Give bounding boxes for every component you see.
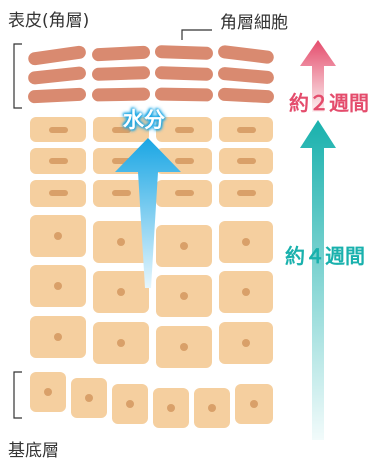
four-week-arrow <box>300 120 336 440</box>
epidermis-label: 表皮(角層) <box>8 11 90 31</box>
nucleus <box>49 127 68 133</box>
water-label: 水分 <box>123 108 165 132</box>
nucleus <box>175 190 194 196</box>
nucleus <box>180 242 188 250</box>
nucleus <box>44 388 52 396</box>
corneocyte <box>218 45 274 64</box>
corneocyte <box>28 45 86 66</box>
four-week-label: 約４週間 <box>285 244 365 268</box>
nucleus <box>250 400 258 408</box>
two-week-label: 約２週間 <box>289 91 369 115</box>
nucleus <box>54 282 62 290</box>
nucleus <box>117 288 125 296</box>
nucleus <box>180 292 188 300</box>
nucleus <box>54 333 62 341</box>
corneocyte <box>218 67 274 84</box>
nucleus <box>237 127 256 133</box>
corneocyte-bracket <box>181 29 212 40</box>
nucleus <box>117 238 125 246</box>
nucleus <box>117 339 125 347</box>
nucleus <box>237 190 256 196</box>
nucleus <box>242 238 250 246</box>
corneocyte <box>92 66 151 81</box>
water-arrow <box>115 138 181 288</box>
corneocyte <box>154 87 213 102</box>
nucleus <box>242 288 250 296</box>
stratum-corneum <box>28 45 274 104</box>
corneocyte <box>28 66 86 85</box>
nucleus <box>167 404 175 412</box>
nucleus <box>237 158 256 164</box>
nucleus <box>112 190 131 196</box>
nucleus <box>175 127 194 133</box>
nucleus <box>180 343 188 351</box>
nucleus <box>49 158 68 164</box>
nucleus <box>208 404 216 412</box>
corneocyte <box>218 87 274 104</box>
stratum-basale <box>30 372 273 428</box>
corneocyte <box>154 66 213 81</box>
corneocyte-label: 角層細胞 <box>220 13 288 33</box>
nucleus <box>175 158 194 164</box>
corneocyte <box>28 87 86 104</box>
basal-layer-label: 基底層 <box>8 441 59 461</box>
nucleus <box>49 190 68 196</box>
corneocyte <box>92 87 151 102</box>
nucleus <box>54 232 62 240</box>
nucleus <box>112 127 131 133</box>
basal-bracket <box>13 371 22 419</box>
nucleus <box>85 394 93 402</box>
epidermis-bracket <box>13 43 22 109</box>
corneocyte <box>92 45 150 62</box>
nucleus <box>126 400 134 408</box>
two-week-arrow <box>300 40 336 112</box>
corneocyte <box>154 45 213 60</box>
nucleus <box>242 339 250 347</box>
stratum-spinosum <box>30 215 273 368</box>
